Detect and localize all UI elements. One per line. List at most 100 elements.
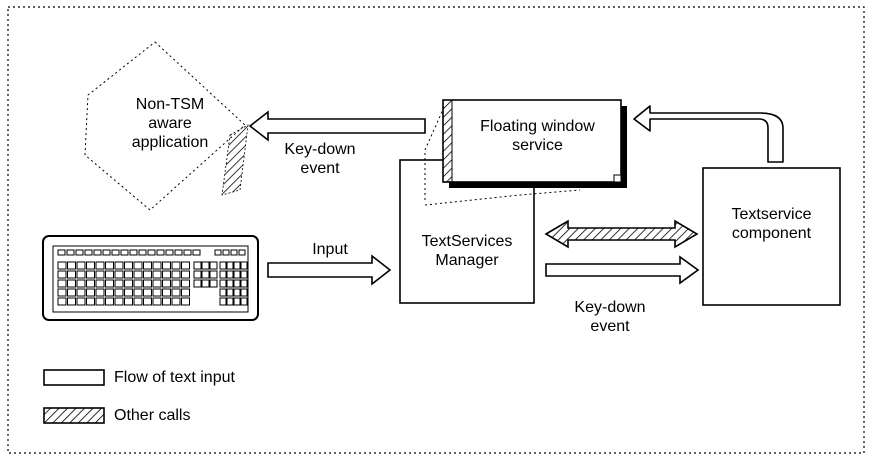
keyboard-key [233, 297, 241, 306]
keyboard-key [57, 270, 67, 279]
keyboard-key [240, 270, 248, 279]
keyboard-key [120, 249, 129, 256]
keyboard-key [67, 297, 76, 306]
key-down-top-line1: Key-down [284, 141, 356, 158]
keyboard-key [219, 279, 227, 288]
keyboard-key [233, 270, 241, 279]
keyboard-key [162, 297, 171, 306]
keyboard-key [105, 261, 114, 270]
keyboard-key [152, 297, 162, 306]
keyboard-key [165, 249, 174, 256]
keyboard-key [57, 288, 67, 297]
keyboard-key [201, 279, 210, 288]
keyboard-key [138, 249, 147, 256]
keyboard-key [152, 261, 162, 270]
keyboard-key [114, 279, 124, 288]
keyboard-key [76, 270, 86, 279]
keyboard-key [193, 270, 202, 279]
keyboard-key [226, 297, 234, 306]
keyboard-key [133, 270, 143, 279]
keyboard-key [143, 279, 152, 288]
keyboard-key [240, 279, 248, 288]
keyboard-key [219, 297, 227, 306]
keyboard-key [192, 249, 201, 256]
keyboard-key [84, 249, 93, 256]
legend-calls-swatch [43, 407, 105, 424]
keyboard-key [143, 270, 152, 279]
keyboard-key [171, 270, 181, 279]
keyboard-key [226, 261, 234, 270]
keyboard-key [75, 249, 84, 256]
keyboard-key [66, 249, 75, 256]
keyboard-key [193, 279, 202, 288]
keyboard-key [105, 297, 114, 306]
keyboard-key [133, 297, 143, 306]
component-line1: Textservice [731, 206, 812, 223]
key-down-arrow-left [248, 110, 426, 142]
keyboard-key [143, 297, 152, 306]
keyboard-key [183, 249, 192, 256]
keyboard-key [233, 288, 241, 297]
keyboard-key [86, 288, 95, 297]
keyboard-key [240, 288, 248, 297]
keyboard-key [93, 249, 102, 256]
keyboard-key [95, 270, 105, 279]
keyboard-key [76, 288, 86, 297]
key-down-bottom-line2: event [590, 318, 630, 335]
keyboard-key [162, 261, 171, 270]
key-down-top-line2: event [300, 160, 340, 177]
input-label: Input [312, 241, 348, 258]
non-tsm-app-window [84, 41, 249, 211]
keyboard-key [162, 288, 171, 297]
keyboard-key [124, 279, 133, 288]
keyboard-key [102, 249, 111, 256]
keyboard-key [95, 288, 105, 297]
keyboard-key [230, 249, 238, 256]
keyboard-key [219, 270, 227, 279]
keyboard-key [129, 249, 138, 256]
keyboard-key [95, 261, 105, 270]
keyboard-key [171, 288, 181, 297]
keyboard-key [240, 297, 248, 306]
floating-window-box [442, 99, 627, 188]
keyboard-key [152, 288, 162, 297]
keyboard-key [174, 249, 183, 256]
keyboard-key [105, 288, 114, 297]
keyboard-key [226, 288, 234, 297]
keyboard-key [86, 297, 95, 306]
keyboard-key [95, 279, 105, 288]
text-service-component-box [702, 167, 841, 306]
non-tsm-app-line2: aware [148, 115, 192, 132]
tsm-line2: Manager [435, 252, 499, 269]
keyboard-key [67, 288, 76, 297]
keyboard-key [124, 288, 133, 297]
keyboard-key [219, 288, 227, 297]
keyboard-key [181, 279, 190, 288]
keyboard-icon [42, 235, 259, 321]
non-tsm-app-label: Non-TSM aware application [115, 95, 225, 152]
keyboard-key [124, 270, 133, 279]
keyboard-key [67, 270, 76, 279]
keyboard-key [95, 297, 105, 306]
keyboard-key [86, 261, 95, 270]
keyboard-key [156, 249, 165, 256]
floating-window-line2: service [512, 137, 563, 154]
keyboard-key [171, 261, 181, 270]
keyboard-key [226, 270, 234, 279]
key-down-event-top-label: Key-down event [260, 140, 380, 178]
keyboard-key [114, 270, 124, 279]
keyboard-key [152, 279, 162, 288]
tsm-window-link [424, 104, 446, 200]
floating-window-label: Floating window service [455, 117, 620, 155]
keyboard-key [105, 270, 114, 279]
keyboard-key [143, 288, 152, 297]
keyboard-key [76, 261, 86, 270]
keyboard-key [133, 288, 143, 297]
keyboard-key [240, 261, 248, 270]
keyboard-key [76, 297, 86, 306]
diagram-border [7, 6, 865, 454]
keyboard-key [57, 297, 67, 306]
keyboard-key [181, 261, 190, 270]
keyboard-key [162, 279, 171, 288]
